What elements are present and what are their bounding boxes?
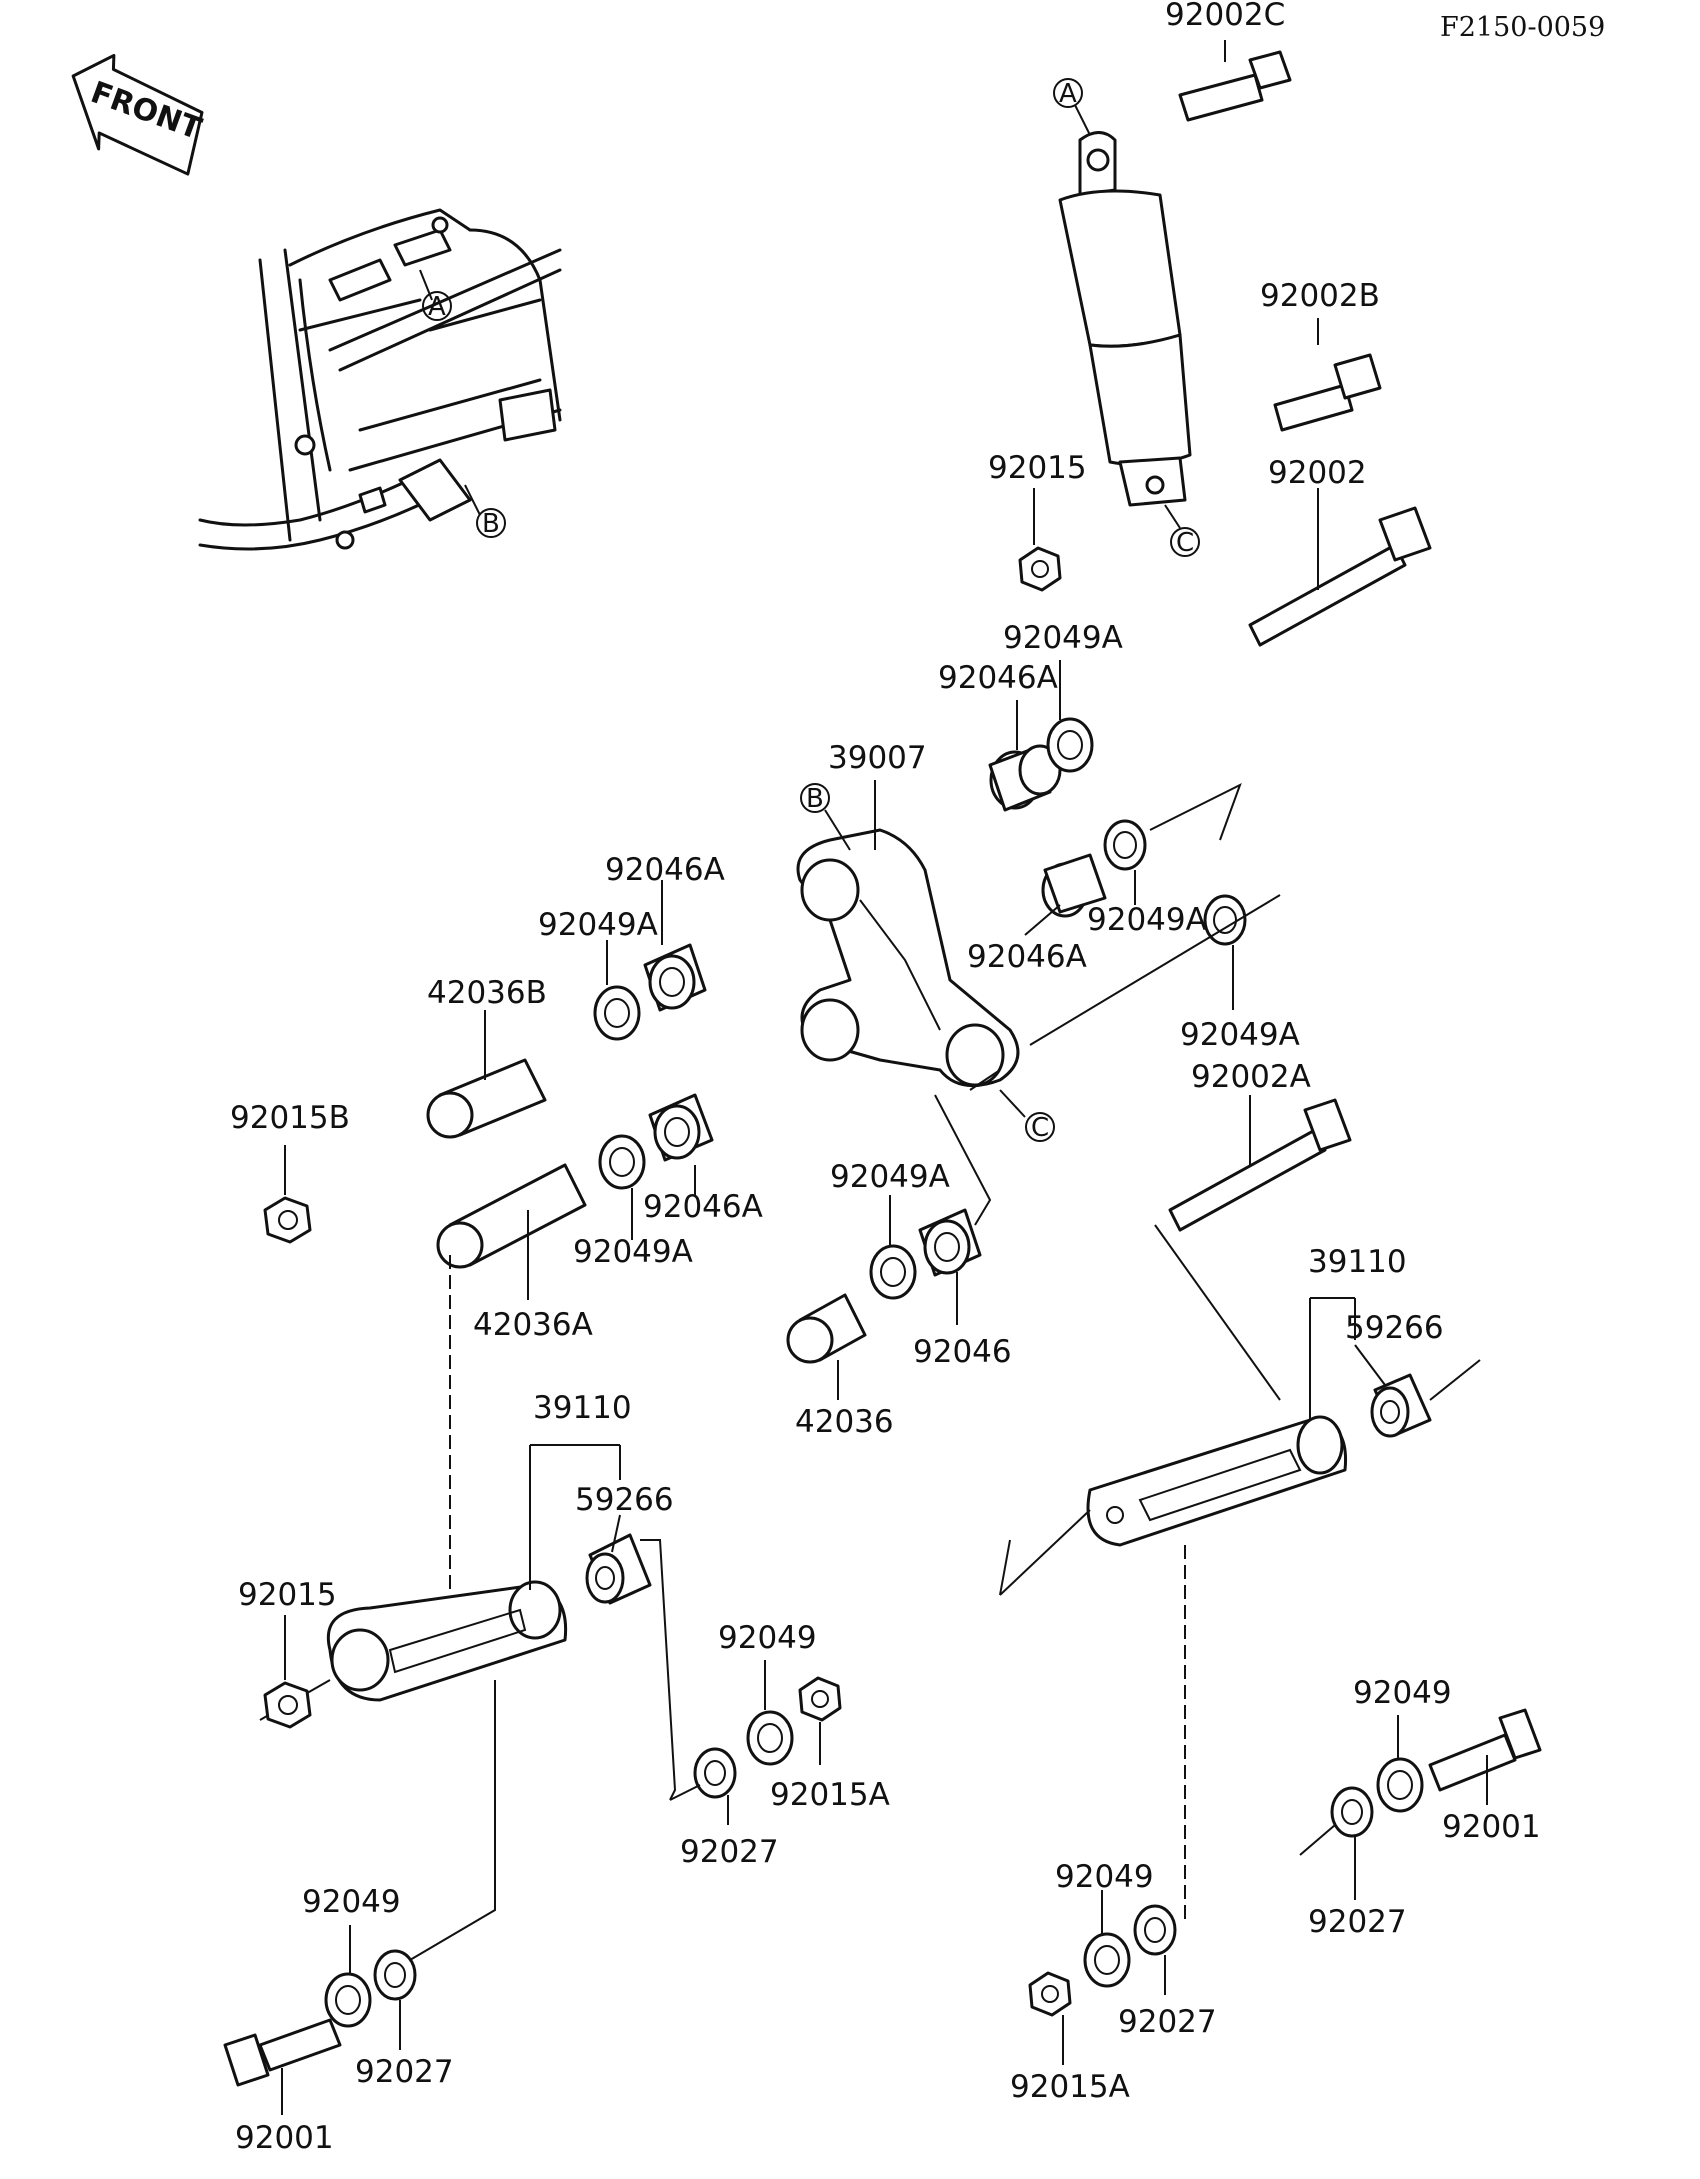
svg-text:A: A (1059, 79, 1077, 109)
collar-92049a-top (1046, 660, 1094, 773)
nut-92015a-rlow (1028, 1971, 1072, 2065)
frame-illustration (198, 208, 562, 551)
label-92049-rlow: 92049 (1055, 1859, 1154, 1895)
bolt-92002a (1154, 1095, 1352, 1401)
collar-92049-mid (746, 1660, 794, 1766)
label-92015a-mid: 92015A (770, 1777, 890, 1813)
bearing-92046a-top (988, 700, 1062, 812)
label-92015b: 92015B (230, 1100, 350, 1136)
label-92001-left: 92001 (235, 2120, 334, 2156)
callout-b-link: B (800, 783, 830, 814)
bushing-92027-rlow (1133, 1904, 1177, 1995)
collar-92049-rlow (1083, 1890, 1131, 1988)
front-arrow-icon: FRONT (71, 53, 206, 176)
label-92015a-rlow: 92015A (1010, 2069, 1130, 2105)
label-92002a: 92002A (1191, 1059, 1311, 1095)
label-92049a-3: 92049A (1087, 902, 1207, 938)
spacer-42036 (786, 1293, 867, 1400)
bearing-92046a-left-bot (648, 1093, 714, 1195)
bearing-92046a-mid (1024, 853, 1107, 936)
label-92049a-2: 92049A (538, 907, 658, 943)
link-39007 (796, 780, 1020, 1091)
reference-code: F2150-0059 (1440, 12, 1605, 43)
label-92046a-4: 92046A (643, 1189, 763, 1225)
label-92046a-2: 92046A (605, 852, 725, 888)
bolt-92002 (1248, 488, 1432, 647)
label-92046a-3: 92046A (967, 939, 1087, 975)
label-92027-rlow: 92027 (1118, 2004, 1217, 2040)
label-92002: 92002 (1268, 455, 1367, 491)
bushing-92027-left (373, 1949, 417, 2050)
bolt-92001-right (1428, 1708, 1542, 1805)
svg-text:B: B (482, 509, 500, 539)
nut-92015-left (263, 1615, 312, 1729)
collar-92049-right (1376, 1715, 1424, 1813)
nut-92015a-mid (798, 1676, 842, 1765)
collar-92049a-center (869, 1195, 917, 1300)
bushing-92027-right (1299, 1786, 1374, 1900)
collar-92049a-right (1029, 894, 1281, 1046)
bolt-92001-left (223, 2018, 342, 2115)
label-42036b: 42036B (427, 975, 547, 1011)
label-92049a-6: 92049A (573, 1234, 693, 1270)
label-92002b: 92002B (1260, 278, 1380, 314)
label-92049-left: 92049 (302, 1884, 401, 1920)
label-92049a-4: 92049A (1180, 1017, 1300, 1053)
collar-92049a-left-bot (598, 1134, 646, 1240)
label-92002c: 92002C (1165, 0, 1285, 33)
svg-text:B: B (806, 784, 824, 814)
label-42036: 42036 (795, 1404, 894, 1440)
bushing-59266-left (585, 1514, 677, 1801)
callout-c-link: C (999, 1089, 1055, 1143)
label-92049a-1: 92049A (1003, 620, 1123, 656)
label-92001-right: 92001 (1442, 1809, 1541, 1845)
label-92049-right: 92049 (1353, 1675, 1452, 1711)
label-42036a: 42036A (473, 1307, 593, 1343)
label-92049-mid: 92049 (718, 1620, 817, 1656)
label-39007: 39007 (828, 740, 927, 776)
svg-text:C: C (1176, 528, 1194, 558)
nut-92015b (263, 1145, 312, 1244)
bolt-92002c (1178, 40, 1292, 122)
svg-text:C: C (1031, 1113, 1049, 1143)
bushing-92027-mid (669, 1747, 737, 1825)
collar-92049a-mid (1103, 782, 1242, 905)
label-92027-right: 92027 (1308, 1904, 1407, 1940)
label-59266-right: 59266 (1345, 1310, 1444, 1346)
tie-rod-39110-left (259, 1444, 621, 1961)
label-92027-mid: 92027 (680, 1834, 779, 1870)
label-39110-left: 39110 (533, 1390, 632, 1426)
callout-a-frame: A (422, 291, 452, 322)
label-59266-left: 59266 (575, 1482, 674, 1518)
label-92046a-1: 92046A (938, 660, 1058, 696)
nut-92015-top (1018, 488, 1062, 592)
label-92046: 92046 (913, 1334, 1012, 1370)
bolt-92002b (1273, 318, 1382, 432)
tie-rod-39110-right (999, 1297, 1356, 1920)
shock-absorber (1058, 131, 1192, 507)
bearing-92046 (918, 1094, 992, 1325)
label-92015-left: 92015 (238, 1577, 337, 1613)
label-92015-top: 92015 (988, 450, 1087, 486)
label-92027-left: 92027 (355, 2054, 454, 2090)
callout-a-shock: A (1053, 78, 1091, 136)
collar-92049a-left-top (593, 940, 641, 1041)
callout-b-frame: B (476, 508, 506, 539)
collar-92049-left (324, 1925, 372, 2028)
callout-c-shock: C (1164, 504, 1200, 558)
bushing-59266-right (1354, 1344, 1481, 1438)
bearing-92046a-left-top (643, 880, 707, 1012)
spacer-42036b (426, 1010, 547, 1139)
svg-text:A: A (428, 292, 446, 322)
spacer-42036a (436, 1163, 587, 1595)
label-92049a-5: 92049A (830, 1159, 950, 1195)
label-39110-right: 39110 (1308, 1244, 1407, 1280)
